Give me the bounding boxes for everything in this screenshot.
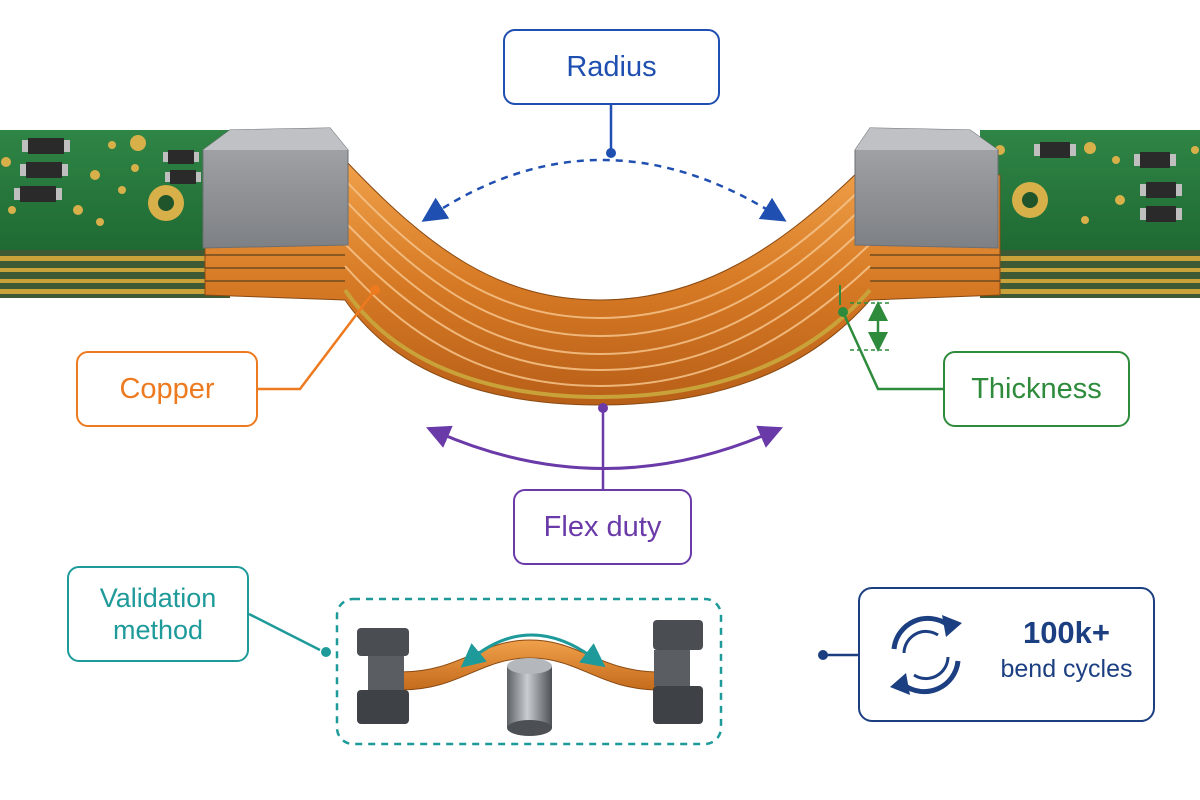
left-rigid-board	[0, 130, 230, 298]
validation-label-line2: method	[112, 615, 204, 645]
mandrel-roller	[507, 658, 552, 736]
right-rigid-board	[980, 130, 1200, 298]
left-stiffener	[202, 127, 349, 249]
right-stiffener	[854, 127, 999, 249]
circular-arrows-icon	[890, 615, 962, 695]
copper-label: Copper	[76, 351, 258, 427]
thickness-indicator	[838, 285, 943, 391]
radius-indicator	[421, 105, 787, 222]
flex-duty-label: Flex duty	[513, 489, 692, 565]
thickness-label-text: Thickness	[971, 372, 1102, 405]
radius-label: Radius	[503, 29, 720, 105]
bend-cycles-label: bend cycles	[1000, 655, 1133, 683]
via-pads	[995, 142, 1199, 224]
right-clamp	[653, 620, 703, 724]
smd-component	[14, 138, 201, 202]
copper-label-text: Copper	[119, 372, 215, 405]
bend-cycles-value: 100k+	[1022, 615, 1111, 650]
bend-cycles-text: 100k+ bend cycles	[984, 615, 1149, 684]
cycles-leader	[818, 650, 858, 660]
radius-label-text: Radius	[566, 50, 657, 83]
validation-method-label: Validation method	[67, 566, 249, 662]
validation-label-line1: Validation	[99, 582, 217, 613]
left-clamp	[357, 628, 409, 724]
smd-component	[1034, 142, 1182, 222]
via-pads	[1, 135, 146, 226]
bend-cycles-stat: 100k+ bend cycles	[858, 587, 1155, 722]
validation-fixture	[248, 597, 723, 746]
flex-circuit	[204, 159, 1001, 406]
flex-duty-label-text: Flex duty	[543, 510, 662, 543]
copper-leader	[258, 285, 380, 391]
thickness-label: Thickness	[943, 351, 1130, 427]
flex-duty-indicator	[426, 403, 784, 489]
